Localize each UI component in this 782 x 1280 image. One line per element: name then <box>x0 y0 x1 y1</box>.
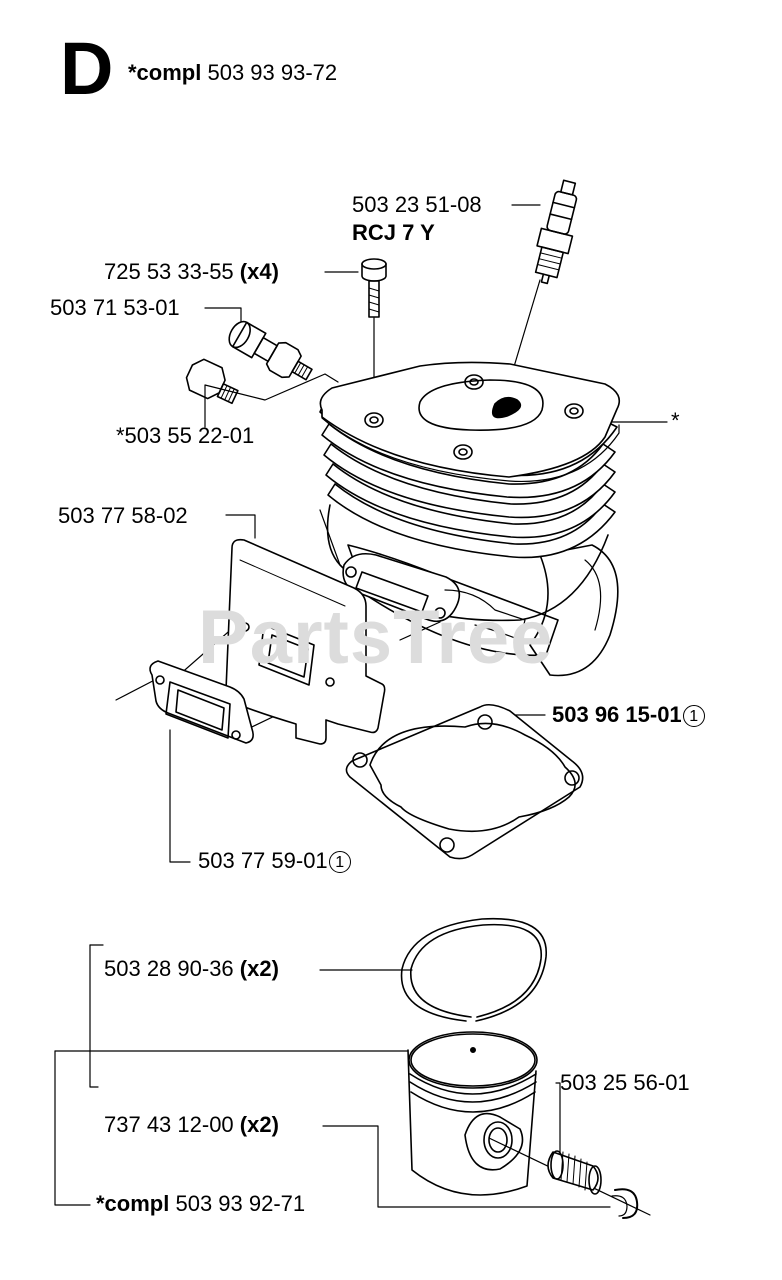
circlip-label: 737 43 12-00 (x2) <box>104 1114 279 1136</box>
needle-bearing-drawing <box>547 1150 602 1195</box>
base-gasket-note-badge: 1 <box>682 705 705 728</box>
base-gasket-part-number: 503 96 15-01 <box>552 702 682 727</box>
circlip-drawing <box>611 1188 639 1219</box>
cylinder-screw-drawing <box>361 258 387 318</box>
heat-shield-part-number: 503 77 58-02 <box>58 503 188 528</box>
screw-label: 725 53 33-55 (x4) <box>104 261 279 283</box>
piston-kit-label: *compl 503 93 92-71 <box>96 1193 305 1215</box>
plug-part-number: *503 55 22-01 <box>116 423 255 448</box>
cylinder-marker: * <box>671 408 680 433</box>
piston-ring-label: 503 28 90-36 (x2) <box>104 958 279 980</box>
piston-ring-part-number: 503 28 90-36 <box>104 956 234 981</box>
needle-bearing-part-number: 503 25 56-01 <box>560 1070 690 1095</box>
cylinder-drawing <box>319 361 621 677</box>
watermark: PartsTree <box>198 595 554 680</box>
screw-quantity: (x4) <box>239 259 279 284</box>
spark-plug-drawing <box>534 179 578 285</box>
piston-kit-prefix: *compl <box>96 1191 170 1216</box>
piston-ring-drawing <box>400 917 547 1022</box>
piston-kit-number: 503 93 92-71 <box>175 1191 306 1216</box>
piston-ring-quantity: (x2) <box>239 956 279 981</box>
circlip-quantity: (x2) <box>239 1112 279 1137</box>
spark-plug-type: RCJ 7 Y <box>352 220 435 245</box>
decompression-valve-part-number: 503 71 53-01 <box>50 295 180 320</box>
piston-drawing <box>407 1031 538 1196</box>
exhaust-gasket-note-badge: 1 <box>328 851 351 874</box>
assembly-kit-label: *compl 503 93 93-72 <box>128 62 337 84</box>
section-letter: D <box>60 27 114 110</box>
circlip-part-number: 737 43 12-00 <box>104 1112 234 1137</box>
assembly-kit-number: 503 93 93-72 <box>207 60 338 85</box>
plug-drawing <box>185 358 239 405</box>
exhaust-gasket-part-number: 503 77 59-01 <box>198 848 328 873</box>
base-gasket-drawing <box>345 703 584 860</box>
screw-part-number: 725 53 33-55 <box>104 259 234 284</box>
exhaust-gasket-drawing <box>149 660 254 744</box>
decompression-valve-drawing <box>228 320 313 381</box>
assembly-kit-prefix: *compl <box>128 60 202 85</box>
spark-plug-part-number: 503 23 51-08 <box>352 192 482 217</box>
